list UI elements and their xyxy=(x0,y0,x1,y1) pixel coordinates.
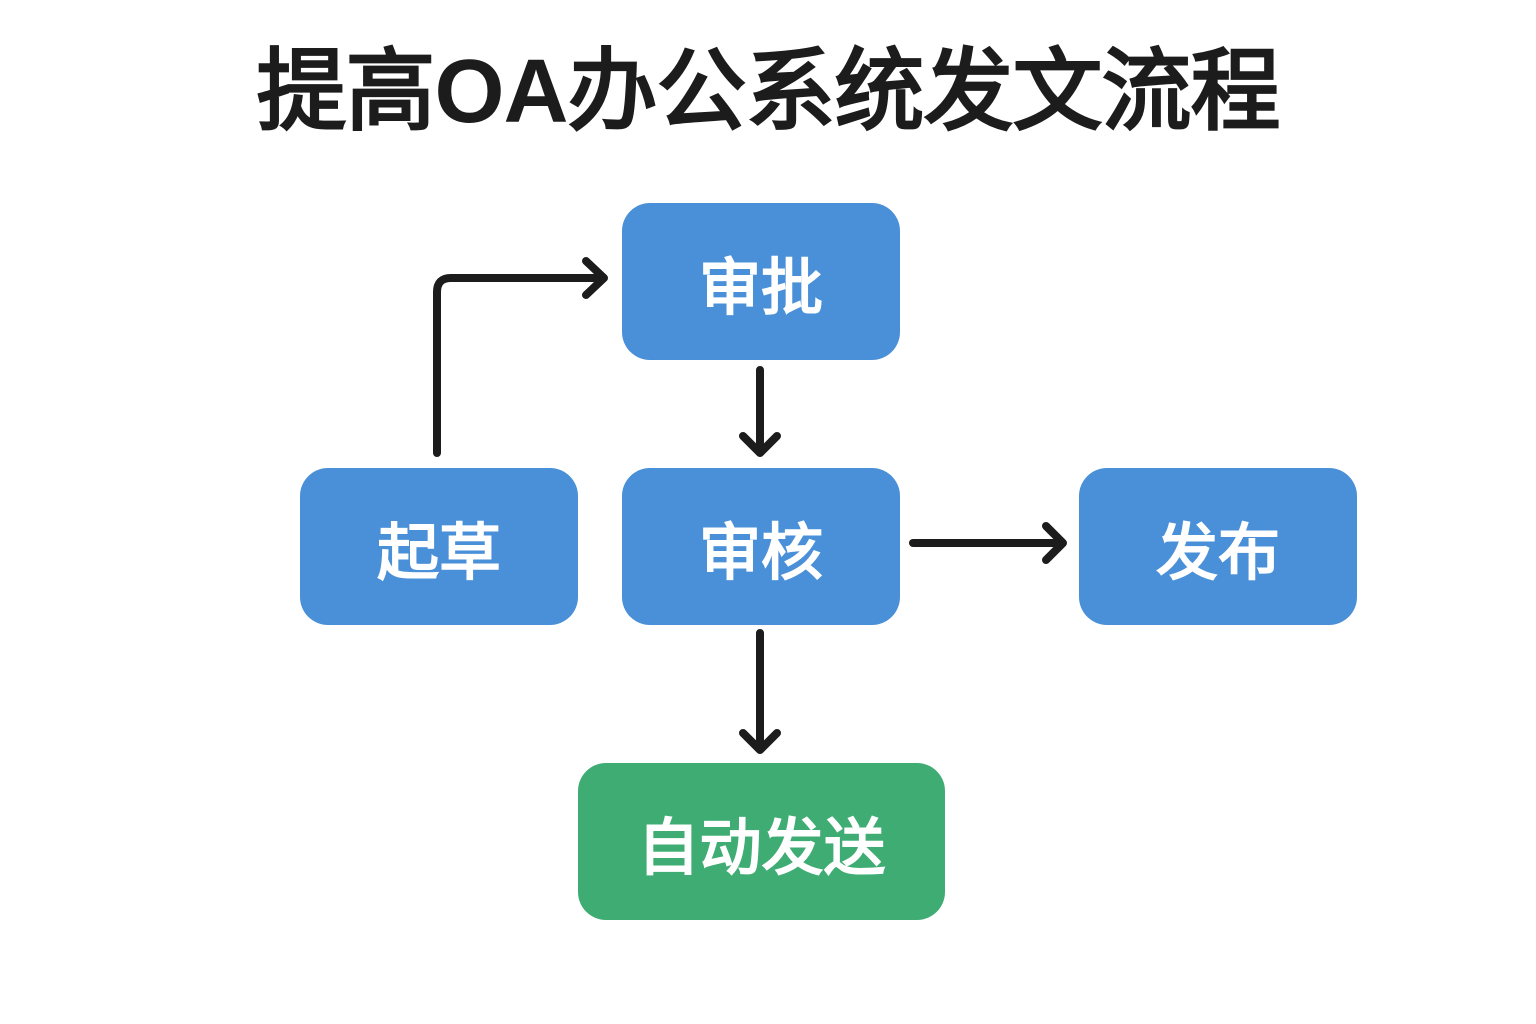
arrow-review-to-autosend xyxy=(739,629,781,754)
diagram-title: 提高OA办公系统发文流程 xyxy=(256,42,1281,142)
arrow-approve-to-review xyxy=(739,366,781,457)
arrow-review-to-publish xyxy=(909,522,1067,564)
arrow-draft-to-approve xyxy=(433,257,608,457)
node-review: 审核 xyxy=(622,468,900,625)
node-approve: 审批 xyxy=(622,203,900,360)
node-publish: 发布 xyxy=(1079,468,1357,625)
node-draft: 起草 xyxy=(300,468,578,625)
node-auto-send: 自动发送 xyxy=(578,763,945,920)
